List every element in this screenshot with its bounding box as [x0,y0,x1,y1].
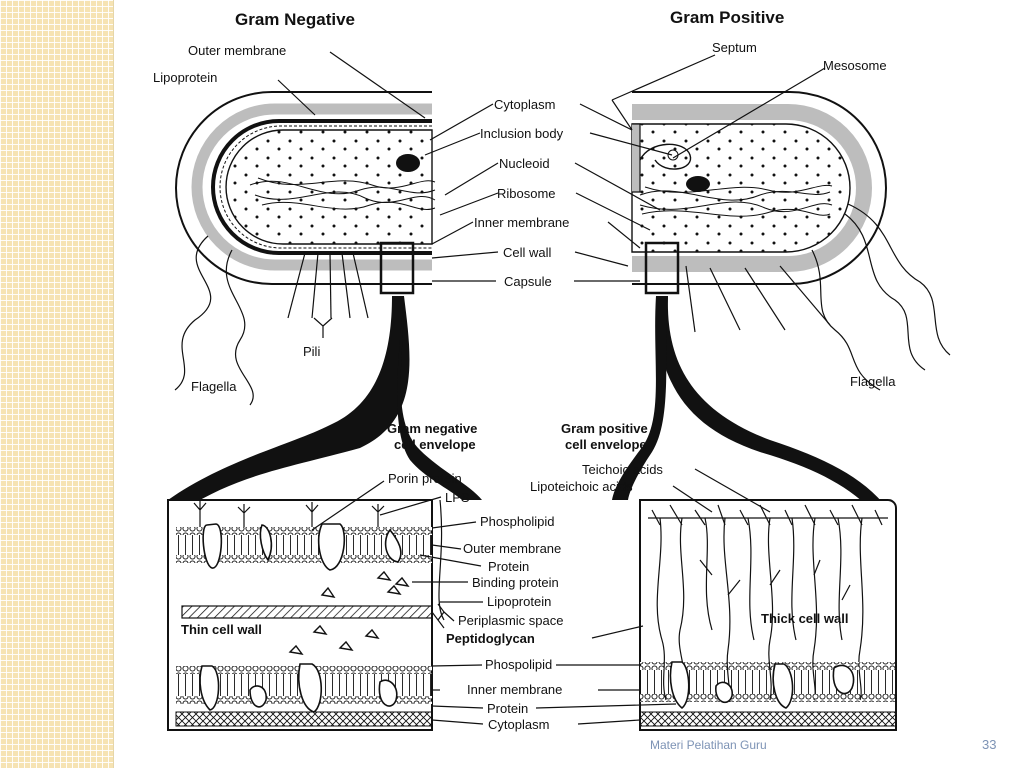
leader-lines [277,51,826,725]
inner-membrane-label: Inner membrane [474,215,569,230]
lps-chains [193,500,385,527]
flagella-right-label: Flagella [850,374,896,389]
outer-membrane-envelope-label: Outer membrane [463,541,561,556]
protein-lower-label: Protein [487,701,528,716]
gram-negative-cell [174,91,436,406]
gram-negative-title: Gram Negative [235,10,355,29]
outer-membrane-label: Outer membrane [188,43,286,58]
peptidoglycan-label: Peptidoglycan [446,631,535,646]
flagella-left-label: Flagella [191,379,237,394]
mesosome-shape [639,143,692,170]
cytoplasm-envelope-label: Cytoplasm [488,717,549,732]
nucleoid-shape [249,177,436,210]
cytoplasm-label: Cytoplasm [494,97,555,112]
cell-wall-box-right [644,241,680,295]
phospholipid-label: Phospholipid [480,514,554,529]
footer-text: Materi Pelatihan Guru [650,738,767,752]
pili-label: Pili [303,344,320,359]
protein-label: Protein [488,559,529,574]
page-number: 33 [982,737,997,752]
connector-positive-left [612,296,668,500]
nucleoid-label: Nucleoid [499,156,550,171]
porin-protein-label: Porin protein [388,471,462,486]
lipoprotein-label: Lipoprotein [153,70,217,85]
inclusion-body-shape [396,154,420,172]
gram-negative-envelope-title-2: cell envelope [394,437,476,452]
connector-positive [655,296,896,520]
cell-wall-box-left [379,241,415,295]
periplasmic-space-label: Periplasmic space [458,613,564,628]
lipoteichoic-acids-label: Lipoteichoic acids [530,479,633,494]
teichoic-acids-label: Teichoic acids [582,462,663,477]
gram-positive-envelope [639,499,897,731]
thin-peptidoglycan-layer [181,605,433,619]
gram-negative-envelope [167,499,433,731]
lps-label: LPS [445,490,470,505]
gram-positive-cell [631,91,951,391]
thick-cell-wall-label: Thick cell wall [761,611,848,626]
decorative-stripe [0,0,113,768]
mesosome-label: Mesosome [823,58,887,73]
connector-negative [168,296,410,520]
thin-cell-wall-label: Thin cell wall [181,622,262,637]
cell-wall-label: Cell wall [503,245,552,260]
septum-label: Septum [712,40,757,55]
binding-protein-label: Binding protein [472,575,559,590]
inclusion-body-label: Inclusion body [480,126,564,141]
ribosome-label: Ribosome [497,186,556,201]
inner-membrane-envelope-label: Inner membrane [467,682,562,697]
gram-negative-envelope-title-1: Gram negative [387,421,477,436]
stripe-divider [113,0,114,768]
lipoprotein-envelope-label: Lipoprotein [487,594,551,609]
gram-positive-envelope-title-2: cell envelope [565,437,647,452]
phospolipid-label: Phospolipid [485,657,552,672]
gram-positive-envelope-title-1: Gram positive [561,421,648,436]
connector-negative-right [397,296,482,500]
capsule-label: Capsule [504,274,552,289]
gram-positive-title: Gram Positive [670,8,784,27]
